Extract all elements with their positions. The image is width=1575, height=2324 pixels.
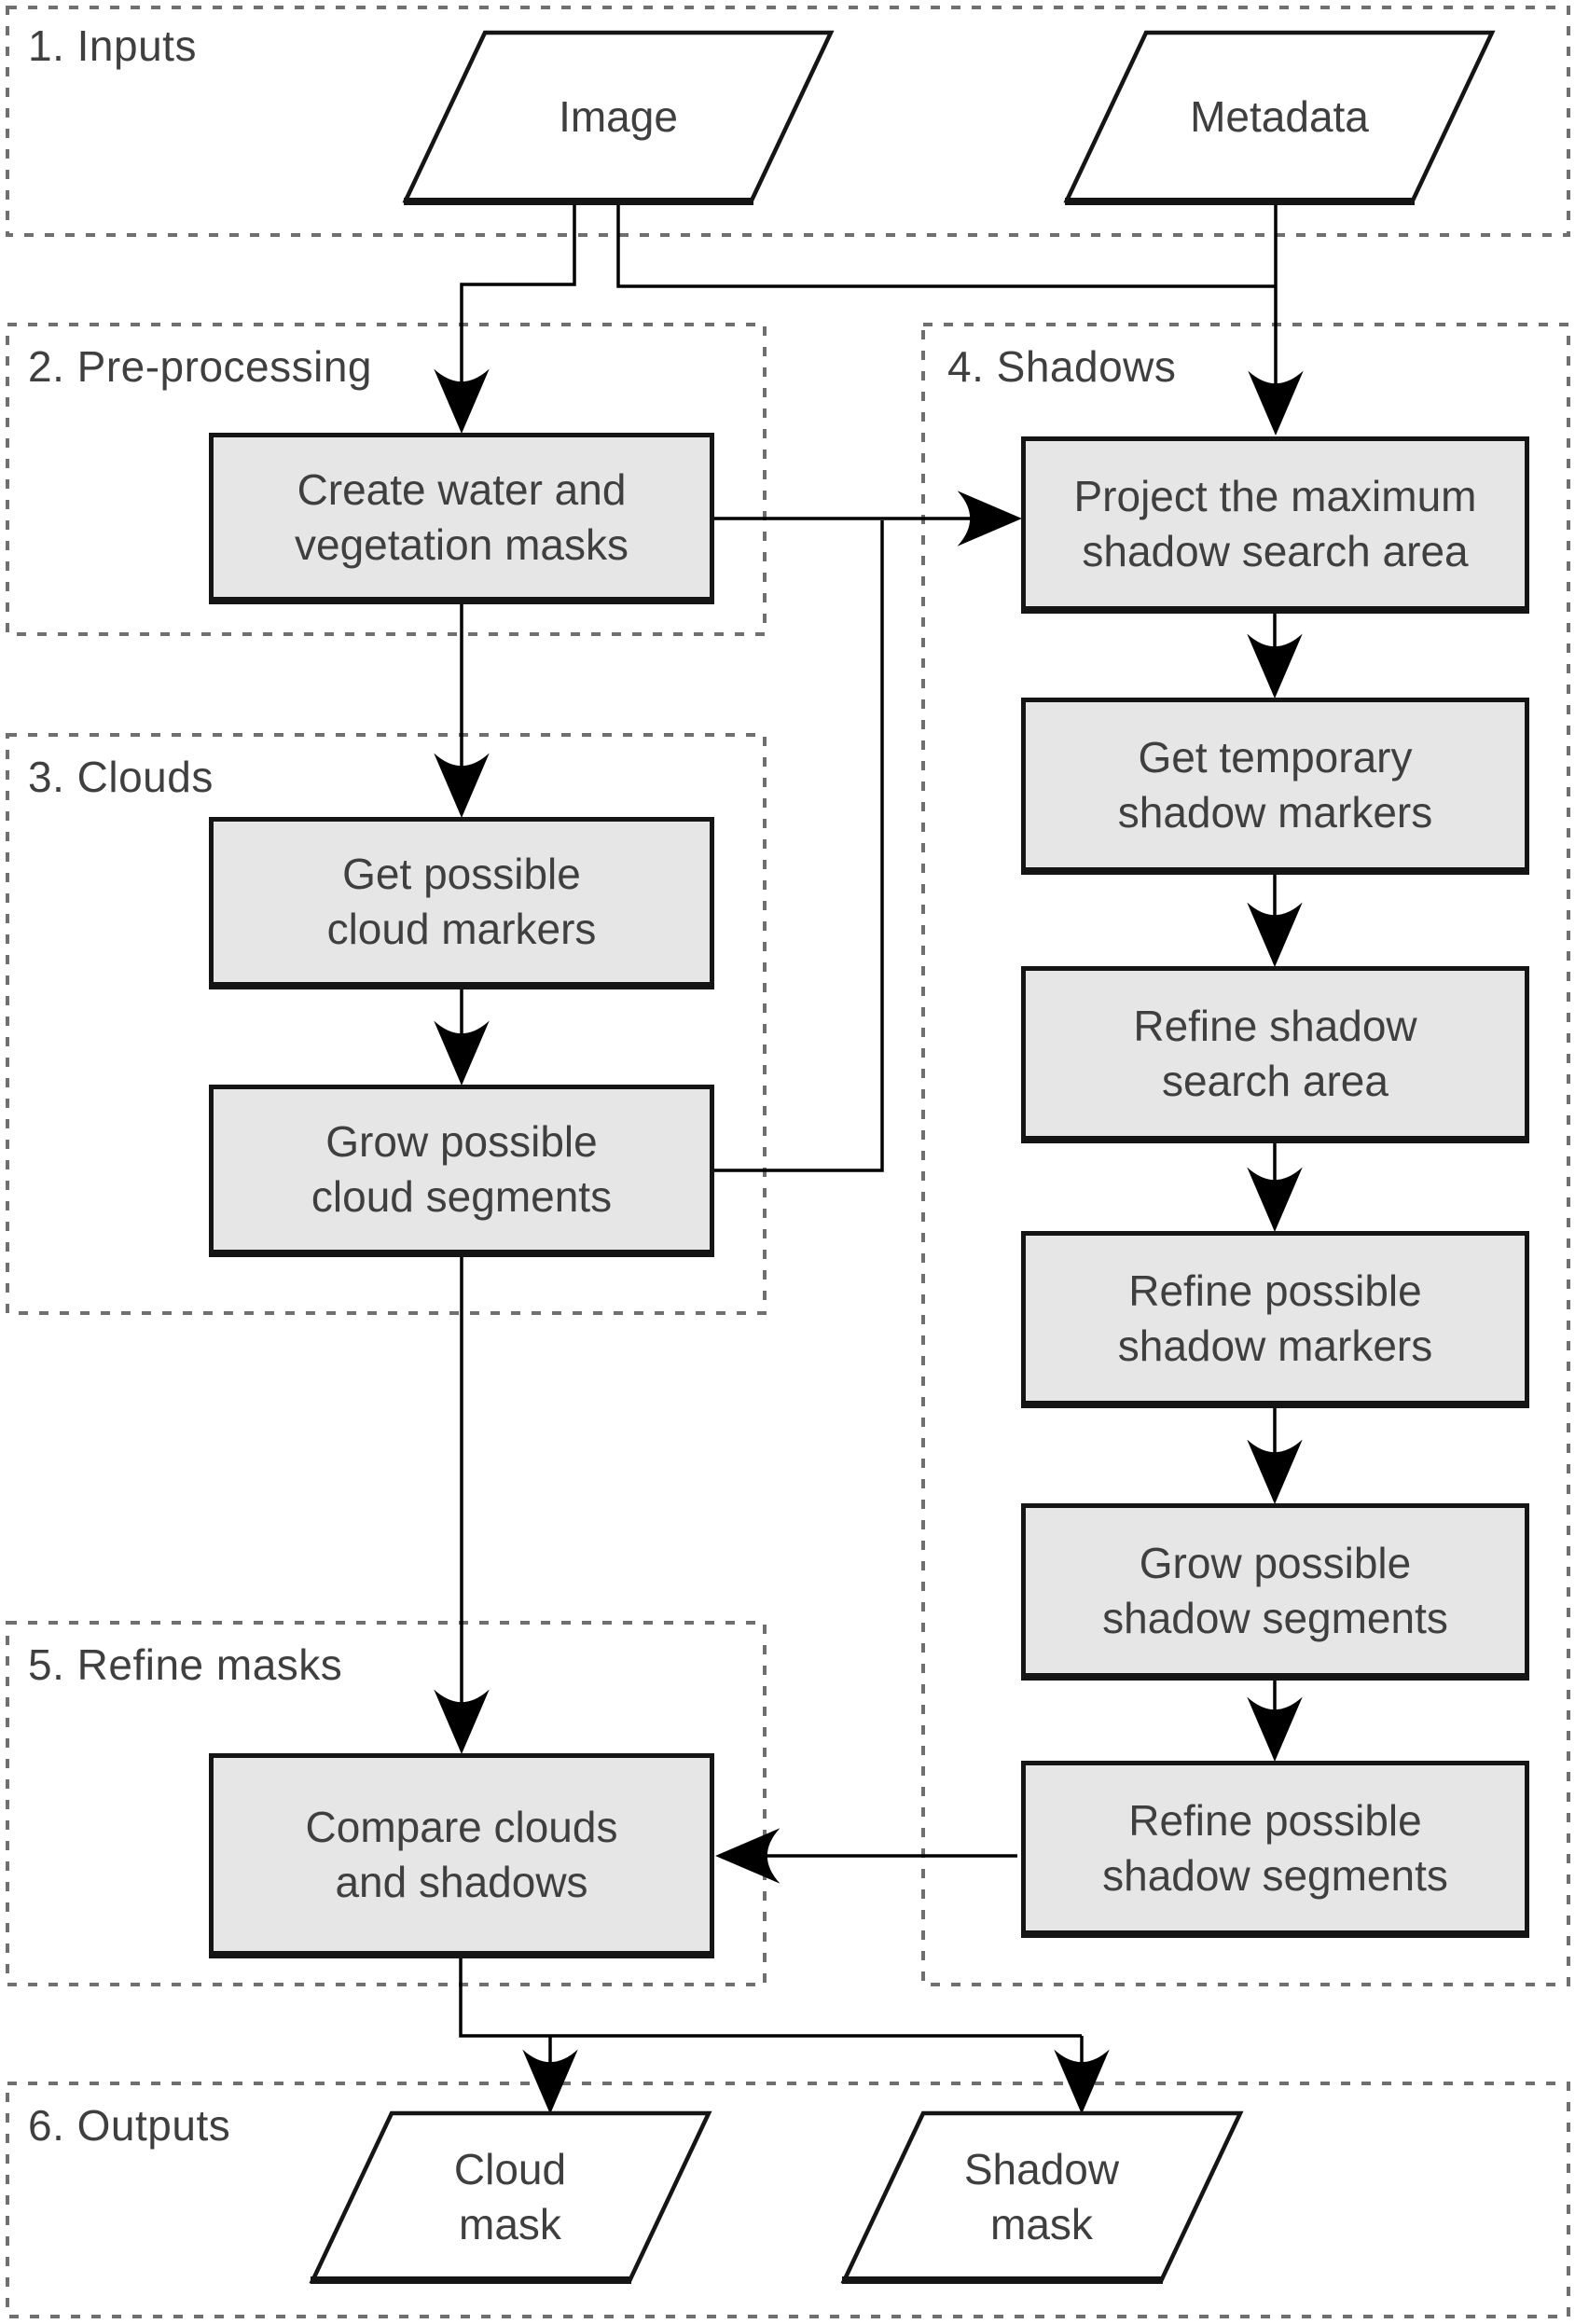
section-frames [6, 6, 1570, 2318]
node-label: Shadow mask [963, 2145, 1120, 2248]
section-label-outputs: 6. Outputs [28, 2101, 231, 2150]
node-get-temporary-shadow-markers: Get temporary shadow markers [1021, 698, 1529, 875]
node-cloud-mask: Cloud mask [352, 2132, 669, 2262]
edge-image-to-metadata-line [616, 202, 1276, 288]
node-label: Refine possible shadow segments [1102, 1795, 1448, 1900]
node-label: Cloud mask [453, 2145, 567, 2248]
io-shape-shadows [311, 198, 1415, 2284]
node-label: Get possible cloud markers [326, 850, 597, 953]
node-refine-possible-shadow-segments: Refine possible shadow segments [1021, 1761, 1529, 1938]
edge-grow-cloud-segments-to-project [714, 520, 884, 1172]
section-label-inputs: 1. Inputs [28, 21, 197, 70]
node-metadata: Metadata [1121, 61, 1438, 173]
section-frame-shadows [921, 323, 1570, 1986]
section-label-shadows: 4. Shadows [947, 342, 1177, 391]
node-label: Get temporary shadow markers [1117, 732, 1433, 837]
edge-compare-to-outputs-distributor [459, 1958, 1082, 2038]
node-create-water-vegetation-masks: Create water and vegetation masks [209, 433, 714, 604]
section-frame-inputs [6, 6, 1570, 237]
node-label: Project the maximum shadow search area [1073, 471, 1477, 575]
section-frame-preprocessing [6, 323, 767, 636]
section-label-preprocessing: 2. Pre-processing [28, 342, 372, 391]
node-grow-possible-cloud-segments: Grow possible cloud segments [209, 1085, 714, 1257]
node-label: Refine possible shadow markers [1117, 1266, 1433, 1370]
section-frame-refine-masks [6, 1621, 767, 1986]
connectors [434, 202, 1304, 2114]
node-label: Refine shadow search area [1133, 1001, 1417, 1105]
section-label-clouds: 3. Clouds [28, 753, 214, 801]
node-label: Create water and vegetation masks [295, 464, 629, 569]
node-project-max-shadow-search-area: Project the maximum shadow search area [1021, 436, 1529, 614]
node-refine-shadow-search-area: Refine shadow search area [1021, 966, 1529, 1143]
node-grow-possible-shadow-segments: Grow possible shadow segments [1021, 1503, 1529, 1681]
edge-image-to-create-water [434, 202, 576, 434]
node-label: Grow possible shadow segments [1102, 1538, 1448, 1642]
section-frame-outputs [6, 2082, 1570, 2318]
section-label-refine-masks: 5. Refine masks [28, 1640, 343, 1689]
node-compare-clouds-and-shadows: Compare clouds and shadows [209, 1753, 714, 1958]
io-shapes [309, 30, 1496, 2284]
node-label: Grow possible cloud segments [311, 1117, 613, 1221]
node-shadow-mask: Shadow mask [883, 2132, 1200, 2262]
node-refine-possible-shadow-markers: Refine possible shadow markers [1021, 1231, 1529, 1408]
node-image: Image [460, 61, 777, 173]
node-label: Metadata [1190, 91, 1369, 141]
node-label: Compare clouds and shadows [305, 1802, 618, 1906]
node-label: Image [559, 91, 678, 141]
section-frame-clouds [6, 733, 767, 1315]
node-get-possible-cloud-markers: Get possible cloud markers [209, 817, 714, 989]
